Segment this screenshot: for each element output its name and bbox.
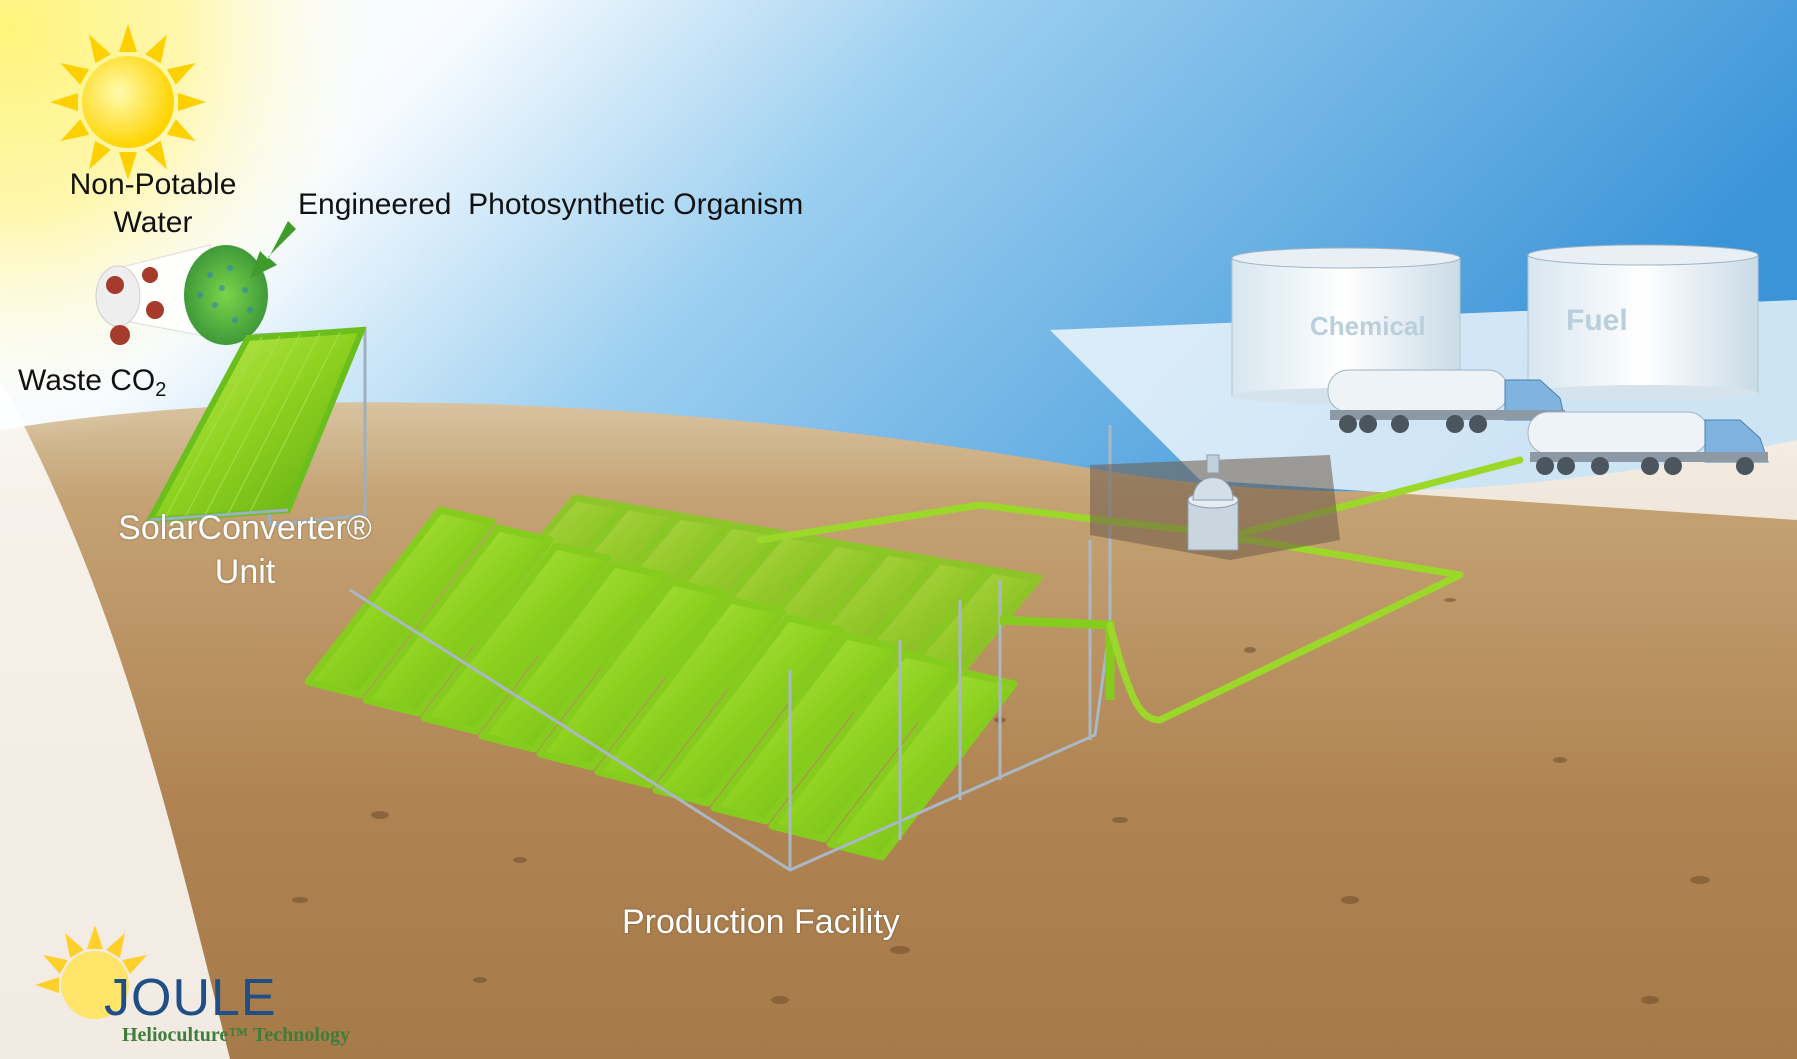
organism-label: Engineered Photosynthetic Organism (298, 186, 803, 224)
waste-co2-text: Waste CO (18, 364, 156, 397)
fuel-tank (1527, 244, 1759, 401)
organism-label-word2: Photosynthetic Organism (468, 188, 804, 221)
facility-panel-1-7 (710, 632, 902, 825)
organism-cell-icon (95, 244, 268, 345)
facility-panel-1-9 (826, 668, 1018, 861)
water-label-line2: Water (113, 206, 193, 239)
tanker-truck-2 (1527, 411, 1769, 475)
joule-logo-sun-icon (35, 925, 147, 1019)
solarconverter-label-line1: SolarConverter® (118, 509, 372, 547)
pump-station (1090, 454, 1340, 560)
solarconverter-label: SolarConverter® Unit (90, 506, 400, 594)
organism-label-word1: Engineered (298, 188, 452, 221)
facility-panel-1-5 (594, 596, 786, 789)
facility-panel-1-1 (362, 524, 554, 717)
facility-panel-1-8 (768, 650, 960, 843)
production-facility-panels (304, 425, 1115, 872)
sun-icon (50, 24, 206, 180)
tanker-truck-1 (1327, 369, 1566, 433)
joule-logo-word: JOULE (104, 969, 277, 1027)
facility-panel-1-0 (304, 506, 496, 699)
waste-co2-label: Waste CO2 (18, 362, 166, 409)
waste-co2-subscript: 2 (155, 379, 167, 401)
fuel-tank-label: Fuel (1566, 304, 1628, 337)
water-label: Non-Potable Water (58, 166, 248, 242)
solarconverter-panel (144, 326, 367, 527)
facility-panel-1-4 (536, 578, 728, 771)
solarconverter-label-line2: Unit (214, 553, 276, 591)
arrow-icon (250, 221, 296, 278)
production-facility-label: Production Facility (622, 903, 900, 941)
facility-panel-1-2 (420, 542, 612, 735)
facility-panel-1-6 (652, 614, 844, 807)
joule-logo-tagline: Helioculture™ Technology (122, 1024, 350, 1046)
facility-frame-base (349, 588, 1112, 872)
pebbles (292, 598, 1710, 1004)
left-glow (0, 380, 230, 1059)
water-label-line1: Non-Potable (69, 168, 237, 201)
chemical-tank-label: Chemical (1310, 311, 1426, 341)
